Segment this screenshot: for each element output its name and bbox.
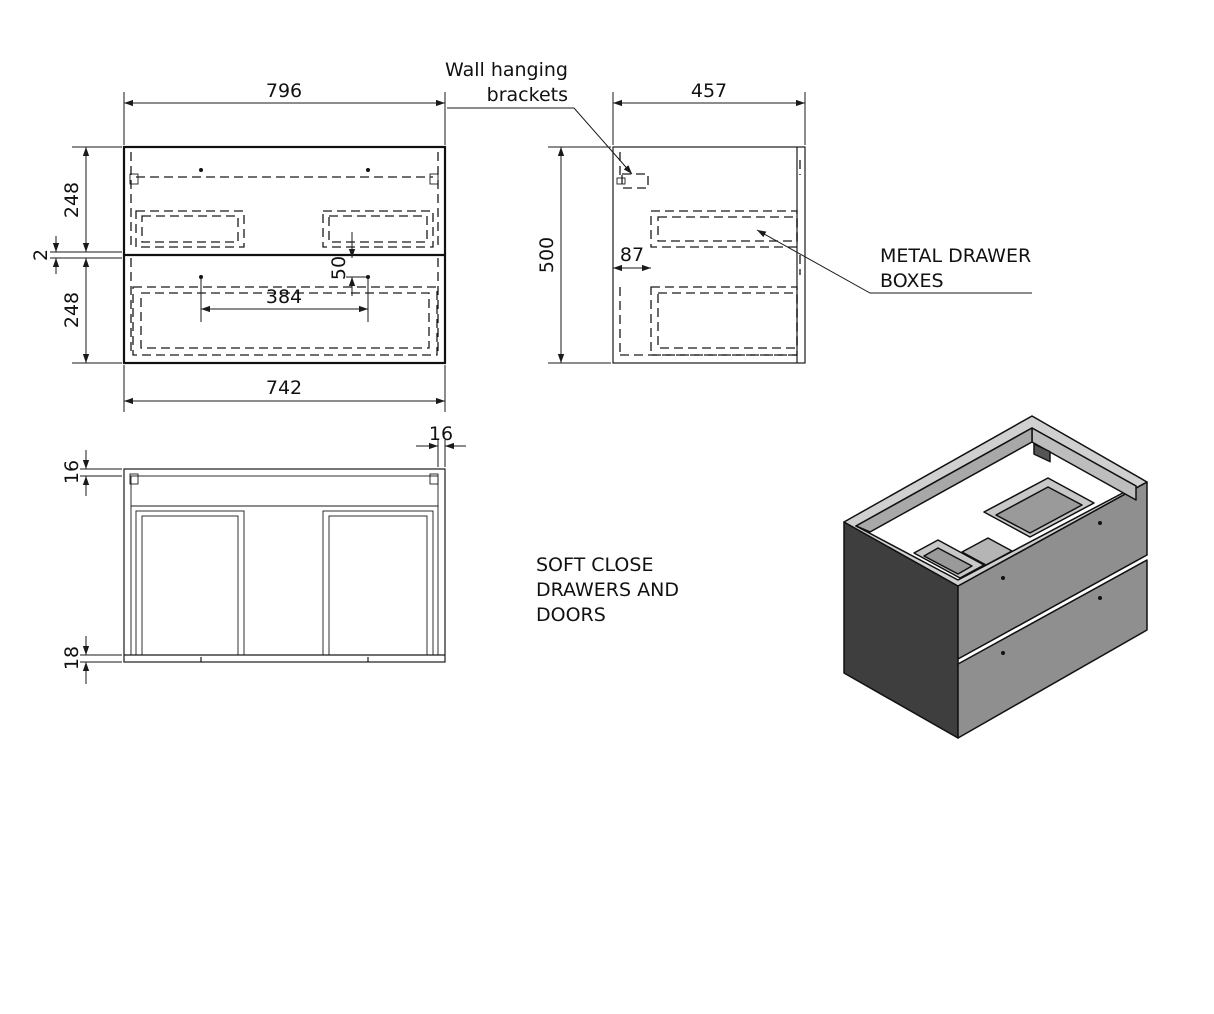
side-outline	[612, 146, 806, 364]
dim-depth: 457	[691, 80, 727, 102]
callout-metal-drawers-line2: BOXES	[880, 270, 944, 292]
soft-close-line3: DOORS	[536, 604, 606, 626]
soft-close-line1: SOFT CLOSE	[536, 554, 653, 576]
right-bracket-icon	[429, 173, 439, 185]
dim-handle-spacing: 384	[266, 286, 302, 308]
dim-top-panel: 16	[61, 460, 83, 484]
dim-side-panel: 16	[429, 423, 453, 445]
side-bracket-icon	[621, 173, 649, 189]
callout-metal-drawers: METAL DRAWER BOXES	[756, 229, 1032, 294]
plan-outline	[123, 468, 446, 663]
dim-bottom-panel: 18	[61, 646, 83, 670]
left-bracket-icon	[129, 173, 139, 185]
dim-top-drawer-height: 248	[61, 182, 83, 218]
dim-bottom-drawer-height: 248	[61, 292, 83, 328]
plan-view	[123, 468, 446, 663]
dim-handle-offset: 50	[328, 256, 350, 280]
callout-wall-brackets-line2: brackets	[487, 84, 568, 106]
side-dimensions: 457 500 87	[536, 80, 806, 364]
callout-wall-brackets-line1: Wall hanging	[445, 59, 568, 81]
dim-height: 500	[536, 237, 558, 273]
soft-close-line2: DRAWERS AND	[536, 579, 679, 601]
dim-inner-width: 742	[266, 377, 302, 399]
soft-close-note: SOFT CLOSE DRAWERS AND DOORS	[536, 554, 679, 626]
callout-metal-drawers-line1: METAL DRAWER	[880, 245, 1031, 267]
plan-dimensions: 16 16 18	[61, 423, 466, 684]
front-view	[122, 145, 447, 365]
dim-drawer-setback: 87	[620, 244, 644, 266]
dim-overall-width: 796	[266, 80, 302, 102]
callout-wall-brackets: Wall hanging brackets	[445, 59, 633, 175]
isometric-view	[843, 415, 1148, 739]
dim-drawer-gap: 2	[30, 249, 52, 261]
side-view	[612, 146, 806, 364]
front-dimensions: 796 742 248 248 2 384 50	[30, 80, 446, 412]
iso-bottom-drawer-front	[957, 559, 1148, 739]
